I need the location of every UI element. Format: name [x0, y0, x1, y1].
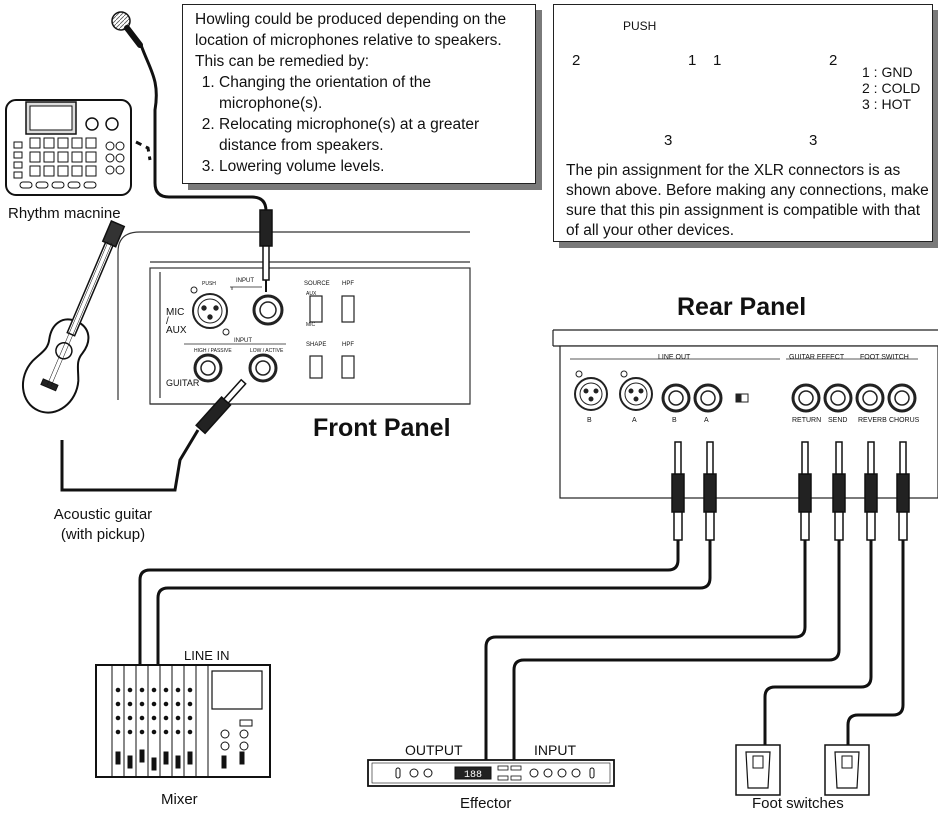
acoustic-guitar-label: Acoustic guitar (with pickup)	[53, 506, 153, 543]
line-out-label: LINE OUT	[658, 354, 691, 361]
jack-label: B	[672, 417, 677, 424]
hpf-label-bottom: HPF	[342, 342, 354, 348]
front-panel-guitar-row	[184, 343, 355, 383]
pin-number: 3	[664, 132, 673, 149]
mic-aux-label: MIC / AUX	[166, 307, 187, 336]
front-push-label: PUSH	[202, 281, 216, 287]
jack-label: RETURN	[792, 417, 822, 424]
front-panel-chassis	[117, 231, 471, 405]
mixer-icon	[95, 664, 271, 778]
rear-panel-jacks	[574, 370, 917, 413]
guitar-effect-label: GUITAR EFFECT	[789, 354, 845, 361]
pin-number: 2	[572, 52, 581, 69]
mixer-line-in-label: LINE IN	[184, 648, 230, 663]
plugs	[195, 209, 910, 541]
howling-remedy-list: Changing the orientation of the micropho…	[195, 72, 523, 177]
hpf-label-top: HPF	[342, 281, 354, 287]
pin-number: 2	[829, 52, 838, 69]
guitar-label: GUITAR	[166, 378, 200, 388]
rhythm-machine-label: Rhythm macnine	[8, 205, 121, 222]
pin-number: 3	[809, 132, 818, 149]
jack-label: A	[704, 417, 709, 424]
jack-label: A	[632, 417, 637, 424]
jack-label: B	[587, 417, 592, 424]
front-panel-title: Front Panel	[313, 414, 451, 442]
xlr-note-text: The pin assignment for the XLR connector…	[566, 162, 929, 239]
rear-panel-title: Rear Panel	[677, 293, 807, 321]
foot-switches-label: Foot switches	[752, 795, 844, 812]
front-input-label-2: INPUT	[234, 338, 252, 344]
rhythm-machine-icon	[5, 99, 132, 196]
microphone-icon	[111, 11, 143, 48]
acoustic-guitar-icon	[21, 220, 126, 414]
pin-legend-cold: 2 : COLD	[862, 80, 921, 96]
foot-switch-label: FOOT SWITCH	[860, 354, 909, 361]
pin-number: 1	[713, 52, 722, 69]
push-label: PUSH	[623, 19, 657, 33]
list-item: Changing the orientation of the micropho…	[219, 72, 523, 114]
effector-input-label: INPUT	[534, 742, 576, 758]
pin-number: 1	[688, 52, 697, 69]
list-item: Lowering volume levels.	[219, 156, 523, 177]
foot-switch-icon	[735, 744, 870, 796]
source-label: SOURCE	[304, 281, 330, 287]
list-item: Relocating microphone(s) at a greater di…	[219, 114, 523, 156]
aux-label: AUX	[306, 291, 317, 297]
xlr-note: The pin assignment for the XLR connector…	[553, 4, 933, 242]
jack-label: REVERB	[858, 417, 887, 424]
pin-legend-hot: 3 : HOT	[862, 96, 912, 112]
effector-icon	[367, 759, 615, 787]
effector-label: Effector	[460, 795, 512, 812]
mic-label: MIC	[306, 322, 316, 328]
shape-label: SHAPE	[306, 342, 327, 348]
front-input-label: INPUT	[236, 278, 254, 284]
pin-legend: 1 : GND 2 : COLD 3 : HOT	[862, 64, 920, 112]
effector-output-label: OUTPUT	[405, 742, 463, 758]
low-active-label: LOW / ACTIVE	[250, 348, 284, 354]
effector-display: 188	[464, 770, 482, 781]
jack-label: CHORUS	[889, 417, 920, 424]
howling-intro: Howling could be produced depending on t…	[195, 11, 507, 70]
high-passive-label: HIGH / PASSIVE	[194, 348, 232, 354]
pin-legend-gnd: 1 : GND	[862, 64, 913, 80]
mixer-label: Mixer	[161, 791, 198, 808]
front-panel-mic-row	[190, 286, 355, 336]
howling-note: Howling could be produced depending on t…	[182, 4, 536, 184]
jack-label: SEND	[828, 417, 848, 424]
cables	[60, 44, 905, 760]
